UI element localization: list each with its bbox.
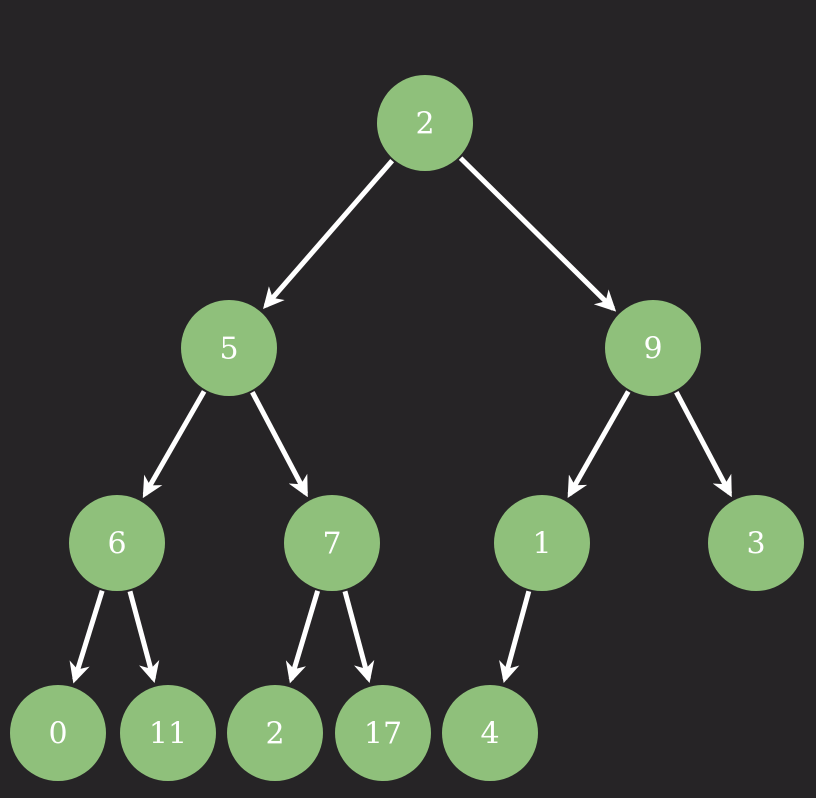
node-circle <box>227 685 323 781</box>
node-label: 7 <box>322 527 341 562</box>
node-circle <box>181 300 277 396</box>
tree-node: 2 <box>377 75 473 171</box>
edge-arrow-n0-n1 <box>263 159 395 309</box>
node-label: 2 <box>415 107 434 142</box>
tree-node: 4 <box>442 685 538 781</box>
node-label: 0 <box>48 717 67 752</box>
node-label: 5 <box>219 332 238 367</box>
edge-arrow-n1-n4 <box>250 391 309 498</box>
node-circle <box>605 300 701 396</box>
tree-node: 7 <box>284 495 380 591</box>
node-label: 4 <box>480 717 499 752</box>
node-circle <box>335 685 431 781</box>
tree-node: 3 <box>708 495 804 591</box>
tree-node: 1 <box>494 495 590 591</box>
node-circle <box>120 685 216 781</box>
node-circle <box>442 685 538 781</box>
edge-arrow-n4-n10 <box>342 590 375 683</box>
node-label: 2 <box>265 717 284 752</box>
node-label: 3 <box>746 527 765 562</box>
node-circle <box>10 685 106 781</box>
tree-node: 5 <box>181 300 277 396</box>
node-label: 9 <box>643 332 662 367</box>
edge-arrow-n4-n9 <box>285 590 321 684</box>
edge-arrow-n2-n5 <box>567 390 631 498</box>
tree-node: 0 <box>10 685 106 781</box>
node-label: 1 <box>532 527 551 562</box>
tree-node: 2 <box>227 685 323 781</box>
node-circle <box>69 495 165 591</box>
node-circle <box>708 495 804 591</box>
tree-node: 9 <box>605 300 701 396</box>
node-label: 17 <box>364 717 402 752</box>
edge-arrow-n0-n2 <box>458 156 617 312</box>
node-label: 11 <box>149 717 187 752</box>
edge-arrow-n3-n8 <box>127 590 160 683</box>
edge-arrow-n2-n6 <box>674 391 733 498</box>
node-label: 6 <box>107 527 126 562</box>
node-circle <box>494 495 590 591</box>
edge-arrow-n1-n3 <box>142 390 207 499</box>
node-circle <box>377 75 473 171</box>
tree-node: 11 <box>120 685 216 781</box>
edge-arrow-n5-n11 <box>499 590 532 684</box>
node-circle <box>284 495 380 591</box>
tree-node: 17 <box>335 685 431 781</box>
edge-arrow-n3-n7 <box>69 590 105 684</box>
tree-node: 6 <box>69 495 165 591</box>
